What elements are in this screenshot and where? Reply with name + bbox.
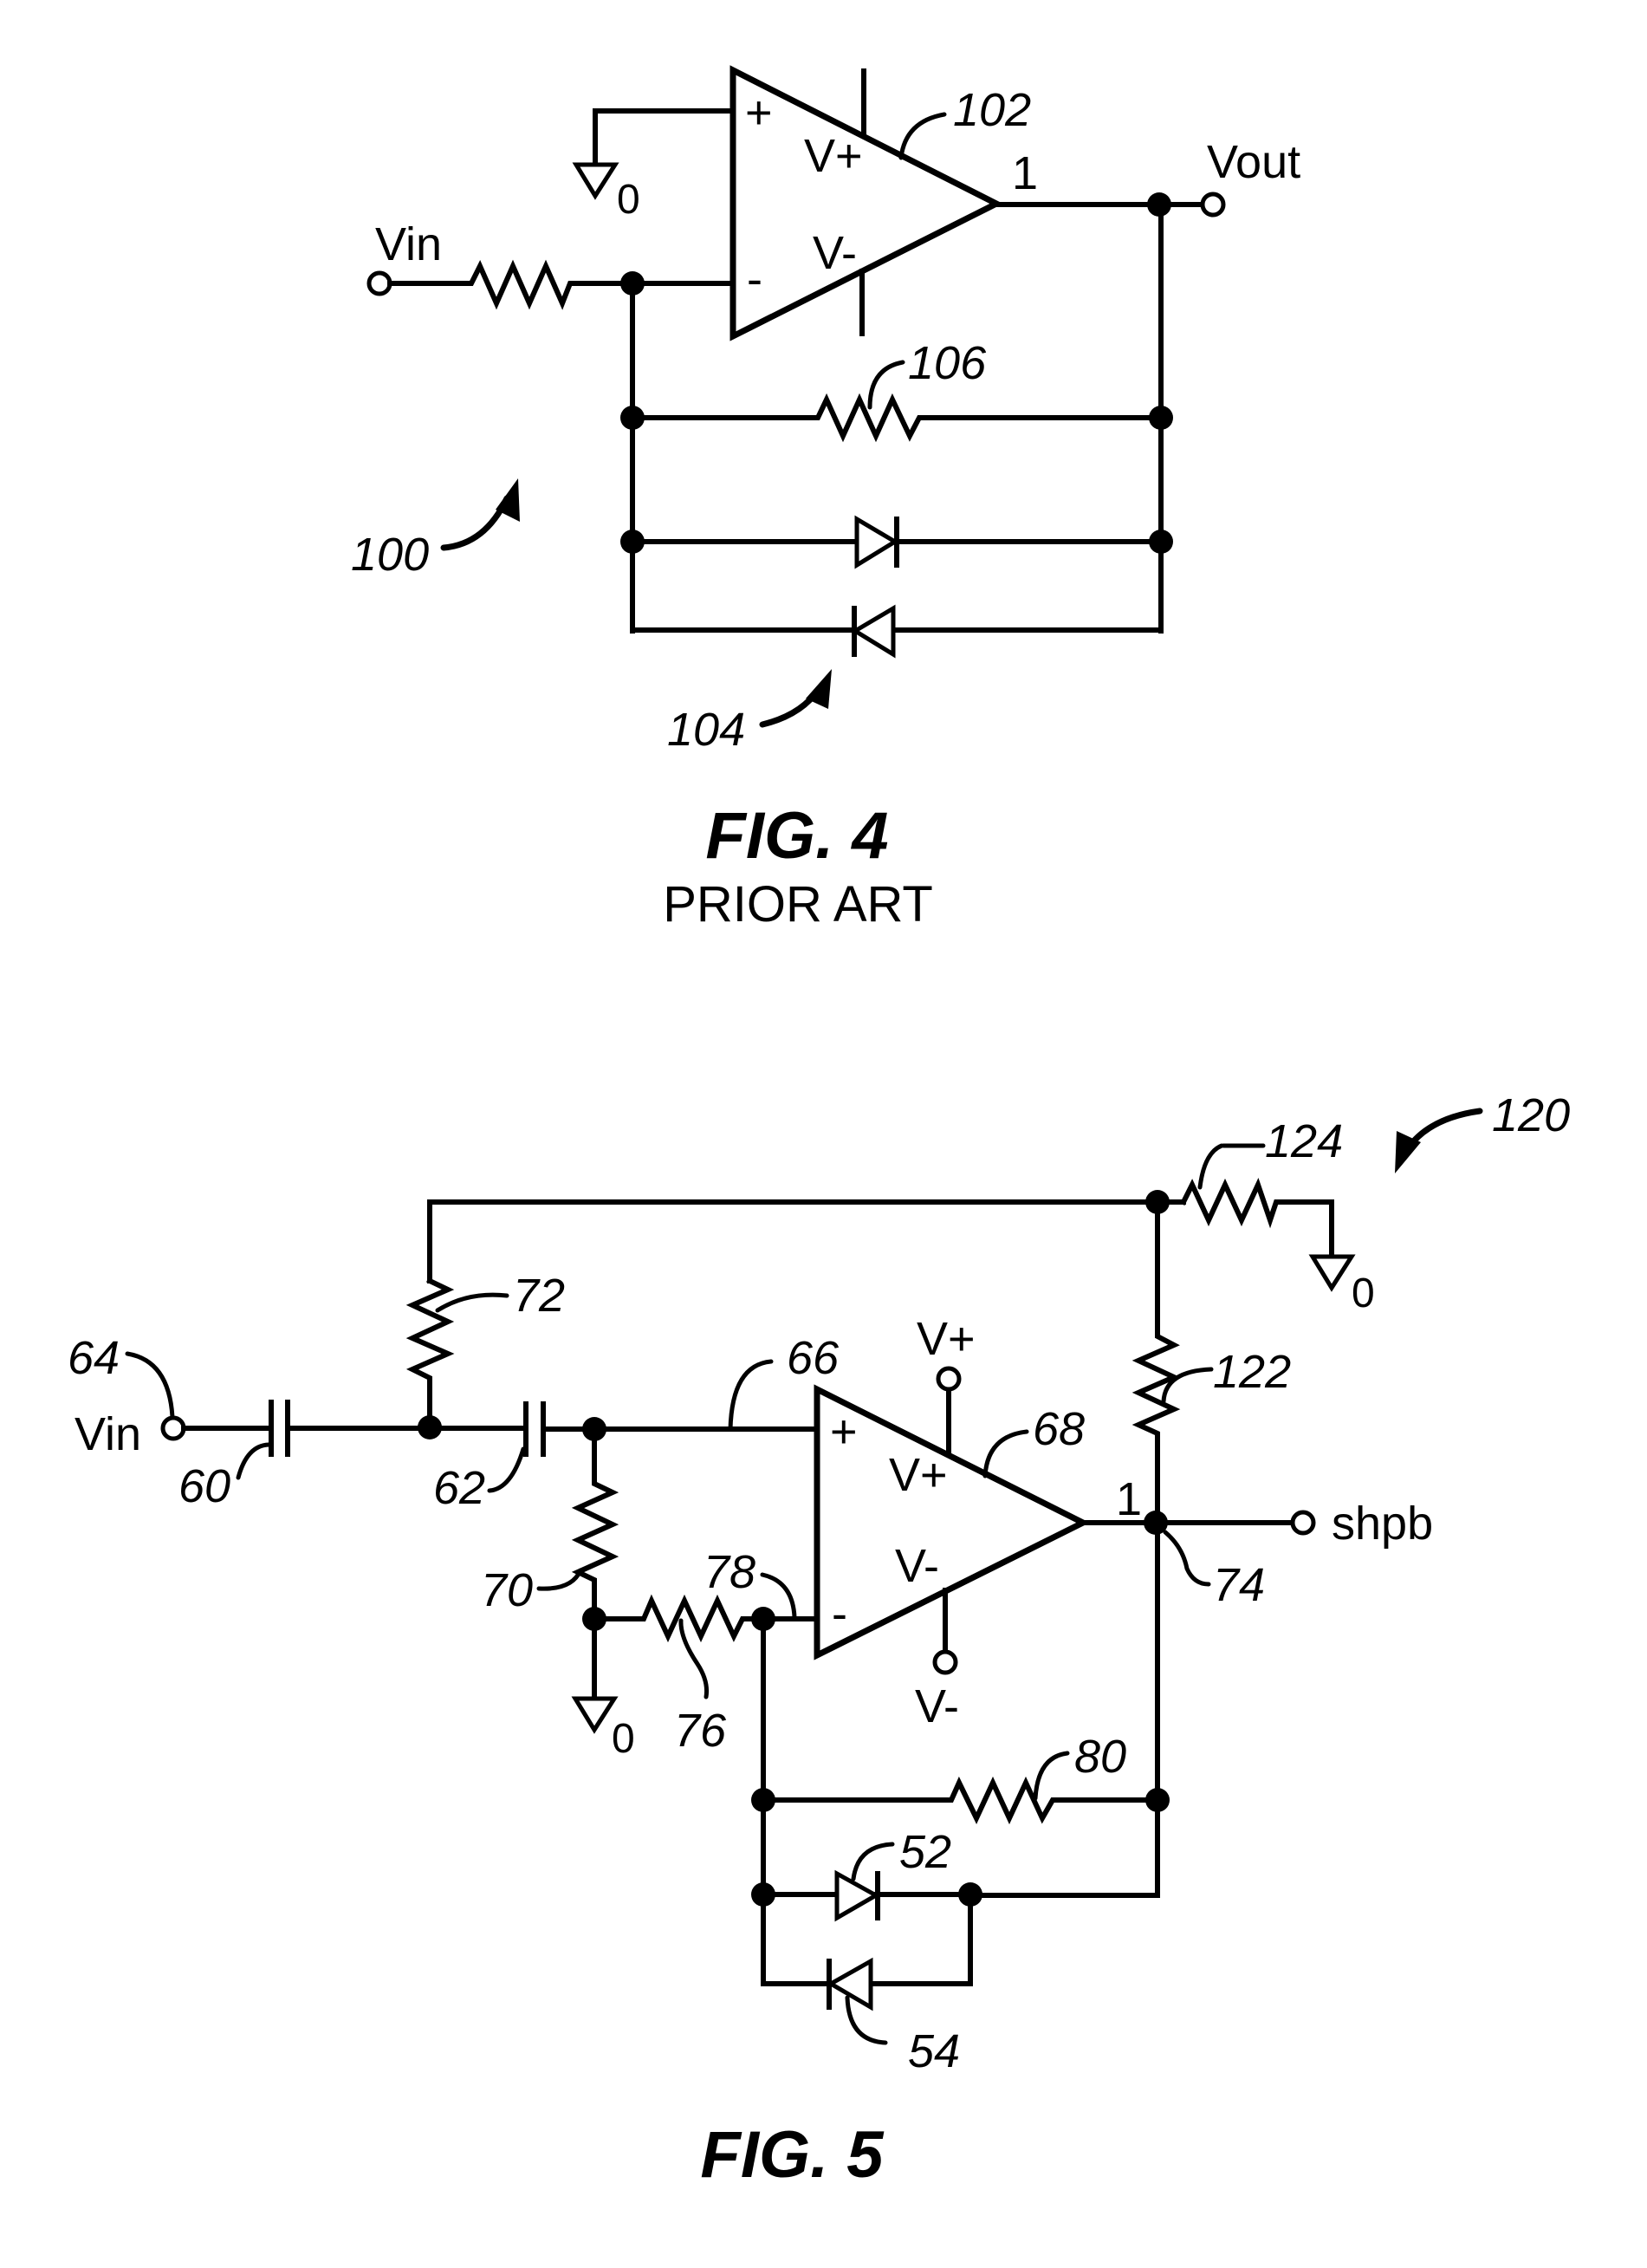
fig5-leader-60 [236,1442,271,1480]
fig4-vplus-label: V+ [804,130,863,182]
fig5-vin-label: Vin [75,1408,141,1460]
fig5-ref-54: 54 [908,2025,960,2077]
fig5-resistor-76 [592,1594,820,1643]
fig5-minus-sign: - [832,1588,847,1640]
fig5-diode-52-icon [834,1869,881,1922]
fig5-vin-terminal [160,1415,186,1441]
fig5-ref-78: 78 [704,1546,755,1598]
fig5-resistor-80 [761,1776,1160,1825]
fig5-vminus-inner-label: V- [895,1540,939,1592]
fig5-ref-64: 64 [68,1332,120,1384]
fig4-ref-102: 102 [953,84,1031,136]
fig5-ref-70: 70 [481,1564,533,1616]
fig5-resistor-124 [1179,1177,1334,1259]
fig5-node [1145,1788,1170,1812]
fig4-node [620,406,645,430]
fig5-leader-76 [678,1618,709,1699]
fig5-shpb-label: shpb [1332,1498,1433,1550]
fig4-vout-label: Vout [1207,136,1300,188]
fig4-plus-wire [593,108,736,167]
fig4-arrowhead-104-icon [806,669,832,709]
fig5-shpb-terminal [1290,1510,1316,1536]
fig5-vminus-terminal [932,1649,958,1675]
fig4-vin-label: Vin [375,218,442,270]
fig5-leader-74 [1163,1530,1211,1587]
fig4-ref-100: 100 [351,529,429,581]
fig5-pin-label: 1 [1116,1473,1142,1525]
fig4-caption: FIG. 4 [705,799,888,873]
fig5-resistor-70 [571,1426,619,1701]
fig5-leader-52 [851,1842,895,1881]
fig5-node [751,1882,775,1907]
fig4-input-resistor [387,259,736,310]
fig5-leader-72 [435,1292,509,1313]
fig5-ref-74: 74 [1213,1559,1265,1611]
fig5-leader-54 [845,1995,888,2045]
fig5-diode-54-icon [826,1957,873,2011]
fig5-ref-122: 122 [1213,1346,1291,1398]
fig5-ref-62: 62 [433,1462,485,1514]
fig4-diode-reverse-icon [851,604,896,659]
fig5-leader-62 [487,1446,526,1493]
fig4-node [1149,406,1173,430]
fig5-leader-64 [125,1351,175,1420]
fig4-subcaption: PRIOR ART [663,876,933,933]
fig4-ground-label: 0 [617,177,640,223]
fig5-leader-122 [1161,1367,1214,1404]
fig5-schematic: + - V+ V- 1 V+ V- 0 Vin [68,1089,1570,2192]
fig4-diode-forward-icon [854,515,899,569]
fig4-feedback-resistor [630,393,1164,443]
fig4-plus-sign: + [745,87,773,139]
fig5-leader-70 [536,1568,583,1591]
fig5-leader-66 [728,1359,774,1432]
fig5-leader-124 [1197,1143,1224,1190]
fig5-plus-sign: + [830,1406,858,1458]
fig4-arrow-100 [440,495,510,551]
fig5-ground-left-icon [571,1696,619,1734]
fig4-arrowhead-100-icon [496,478,520,522]
fig4-ref-106: 106 [908,337,987,389]
fig5-ground-right-label: 0 [1352,1270,1375,1316]
fig5-ground-right-icon [1308,1254,1356,1292]
fig4-node [1149,530,1173,554]
fig5-arrowhead-120-icon [1395,1131,1421,1173]
fig5-ref-72: 72 [513,1270,565,1322]
fig4-leader-102 [898,112,947,160]
fig5-ref-60: 60 [178,1460,230,1512]
fig4-node [620,530,645,554]
fig5-top-wire [427,1199,1186,1283]
fig4-ground-icon [572,162,619,200]
fig5-ref-68: 68 [1033,1403,1085,1455]
fig5-leader-80 [1033,1751,1070,1801]
fig5-ground-left-label: 0 [612,1716,635,1762]
fig5-vminus-label: V- [915,1680,959,1732]
fig4-vminus-label: V- [813,227,857,279]
fig5-ref-80: 80 [1074,1731,1126,1783]
fig5-resistor-72 [405,1277,455,1430]
fig5-ref-76: 76 [674,1705,727,1757]
fig4-ref-104: 104 [667,704,745,756]
fig5-ref-66: 66 [787,1332,840,1384]
fig4-pin-label: 1 [1012,147,1038,199]
fig5-leader-78 [760,1572,797,1620]
fig5-vplus-inner-label: V+ [889,1449,948,1501]
fig4-minus-sign: - [747,253,762,305]
fig4-schematic: + - V+ V- 1 0 Vin Vout 10 [351,65,1300,933]
fig5-caption: FIG. 5 [700,2118,885,2192]
fig4-leader-106 [867,360,905,410]
fig5-vplus-terminal [936,1366,962,1392]
fig5-ref-52: 52 [899,1826,951,1878]
fig5-ref-120: 120 [1492,1089,1570,1141]
fig5-resistor-122 [1132,1199,1181,1898]
fig5-vplus-label: V+ [917,1313,976,1365]
fig5-node-72 [418,1415,442,1439]
fig5-leader-68 [982,1429,1029,1478]
fig5-node [751,1788,775,1812]
fig4-vin-terminal [366,270,392,296]
fig4-vout-terminal [1200,192,1226,218]
fig5-ref-124: 124 [1265,1115,1343,1167]
